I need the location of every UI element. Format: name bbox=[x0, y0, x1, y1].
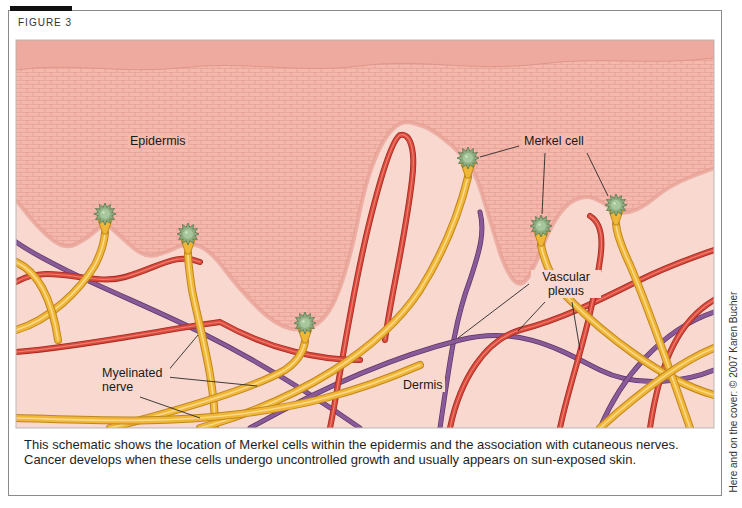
part-label: Vascular plexus bbox=[531, 270, 601, 298]
leader-lines bbox=[140, 146, 608, 418]
illustration-border bbox=[16, 40, 714, 428]
title-bar bbox=[10, 6, 72, 11]
layer-label: Epidermis bbox=[128, 134, 188, 148]
credit-line: Here and on the cover: © 2007 Karen Buch… bbox=[728, 292, 739, 493]
skin-section bbox=[16, 40, 714, 428]
epidermis-layer bbox=[16, 40, 714, 428]
part-label: Merkel cell bbox=[522, 134, 586, 148]
epidermis-cells bbox=[16, 40, 714, 428]
figure-title: FIGURE 3 bbox=[18, 17, 72, 28]
red-vessels bbox=[16, 135, 714, 428]
dermis-layer bbox=[16, 122, 714, 428]
figure-caption: This schematic shows the location of Mer… bbox=[24, 437, 714, 467]
nerve-terminals bbox=[97, 161, 624, 343]
layer-label: Dermis bbox=[401, 378, 445, 392]
skin-surface bbox=[16, 40, 714, 70]
merkel-cells bbox=[94, 147, 627, 334]
myelinated-nerves bbox=[16, 177, 714, 428]
part-label: Myelinated nerve bbox=[100, 366, 170, 394]
